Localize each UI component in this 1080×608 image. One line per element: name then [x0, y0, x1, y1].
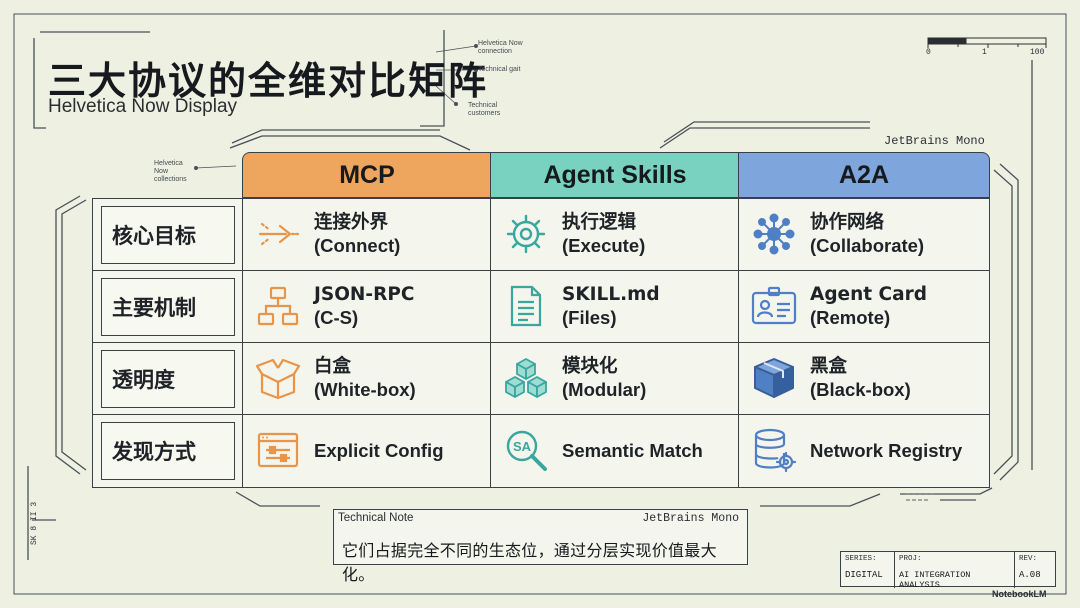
technical-note: Technical Note JetBrains Mono 它们占据完全不同的生…: [333, 509, 748, 584]
item-mcp-jsonrpc-line1: JSON-RPC: [314, 284, 415, 305]
technical-note-text: 它们占据完全不同的生态位，通过分层实现价值最大化。: [342, 541, 717, 584]
item-mcp-whitebox-line1: 白盒: [314, 356, 352, 377]
row-label-mechanism: 主要机制: [92, 270, 244, 344]
database-gear-icon: [750, 426, 798, 474]
column-header-agent-skills: Agent Skills: [490, 152, 740, 198]
item-a2a-blackbox-line2: (Black-box): [810, 379, 911, 400]
svg-text:SA: SA: [513, 439, 532, 454]
ruler-label-mid: 1: [982, 48, 987, 57]
column-header-a2a: A2A: [738, 152, 990, 198]
item-mcp-jsonrpc: JSON-RPC(C-S): [254, 282, 414, 330]
ruler-label-end: 100: [1030, 48, 1045, 57]
magnifier-sa-icon: SA: [502, 426, 550, 474]
id-card-icon: [750, 282, 798, 330]
item-skills-execute-line2: (Execute): [562, 235, 646, 256]
row-label-core-goal: 核心目标: [92, 198, 244, 272]
row-label-discovery: 发现方式: [92, 414, 244, 488]
technical-note-tag: Technical Note: [338, 512, 414, 524]
title-block-series: SERIES: DIGITAL: [841, 552, 895, 588]
item-a2a-collaborate-line1: 协作网络: [810, 212, 885, 233]
item-skills-skillmd: SKILL.md(Files): [502, 282, 660, 330]
item-a2a-collaborate: 协作网络(Collaborate): [750, 210, 924, 258]
page-title: 三大协议的全维对比矩阵: [48, 59, 489, 103]
network-hub-icon: [750, 210, 798, 258]
item-a2a-agentcard-line1: Agent Card: [810, 284, 927, 305]
item-skills-skillmd-line1: SKILL.md: [562, 284, 660, 305]
font-label-top: JetBrains Mono: [884, 134, 985, 148]
item-skills-modular-line2: (Modular): [562, 379, 647, 400]
cell-a2a-mechanism: [738, 270, 990, 344]
title-block-project: PROJ: AI INTEGRATION ANALYSIS: [895, 552, 1015, 590]
column-header-mcp: MCP: [242, 152, 492, 198]
ruler-label-start: 0: [926, 48, 931, 57]
document-icon: [502, 282, 550, 330]
technical-note-font-label: JetBrains Mono: [642, 512, 739, 525]
item-a2a-network-registry: Network Registry: [750, 426, 962, 474]
item-skills-modular-line1: 模块化: [562, 356, 618, 377]
closed-box-icon: [750, 354, 798, 402]
hierarchy-icon: [254, 282, 302, 330]
item-mcp-explicit-config-line1: Explicit Config: [314, 439, 444, 461]
item-skills-execute: 执行逻辑(Execute): [502, 210, 645, 258]
cubes-icon: [502, 354, 550, 402]
open-box-icon: [254, 354, 302, 402]
item-a2a-network-registry-line1: Network Registry: [810, 439, 963, 461]
item-a2a-blackbox-line1: 黑盒: [810, 356, 848, 377]
item-mcp-jsonrpc-line2: (C-S): [314, 307, 359, 328]
annotation-top-2: Technical gait: [478, 66, 521, 73]
item-mcp-explicit-config: Explicit Config: [254, 426, 444, 474]
item-mcp-whitebox: 白盒(White-box): [254, 354, 416, 402]
item-a2a-blackbox: 黑盒(Black-box): [750, 354, 911, 402]
row-label-transparency: 透明度: [92, 342, 244, 416]
comparison-matrix: MCP Agent Skills A2A 核心目标 主要机制 透明度 发现方式 …: [92, 152, 990, 488]
item-skills-semantic-match: SA Semantic Match: [502, 426, 703, 474]
item-a2a-collaborate-line2: (Collaborate): [810, 235, 925, 256]
config-window-icon: [254, 426, 302, 474]
item-skills-semantic-match-line1: Semantic Match: [562, 439, 703, 461]
item-mcp-connect-line2: (Connect): [314, 235, 401, 256]
gear-icon: [502, 210, 550, 258]
title-block: SERIES: DIGITAL PROJ: AI INTEGRATION ANA…: [840, 551, 1056, 590]
brand-label: NotebookLM: [992, 589, 1047, 599]
annotation-top-3: Technical customers: [468, 102, 501, 117]
vertical-side-text: SK 8 II 3: [30, 501, 39, 545]
item-a2a-agentcard-line2: (Remote): [810, 307, 891, 328]
annotation-left: Helvetica Now collections: [154, 160, 187, 183]
item-skills-skillmd-line2: (Files): [562, 307, 617, 328]
item-mcp-connect: 连接外界(Connect): [254, 210, 400, 258]
page-subtitle: Helvetica Now Display: [48, 96, 238, 117]
item-mcp-whitebox-line2: (White-box): [314, 379, 416, 400]
title-block-revision: REV: A.08: [1019, 555, 1041, 580]
arrows-connect-icon: [254, 210, 302, 258]
cell-skills-discovery: [490, 414, 740, 488]
cell-a2a-discovery: [738, 414, 990, 488]
item-a2a-agentcard: Agent Card(Remote): [750, 282, 927, 330]
item-mcp-connect-line1: 连接外界: [314, 212, 389, 233]
item-skills-execute-line1: 执行逻辑: [562, 212, 637, 233]
annotation-top-1: Helvetica Now connection: [478, 40, 523, 55]
item-skills-modular: 模块化(Modular): [502, 354, 646, 402]
